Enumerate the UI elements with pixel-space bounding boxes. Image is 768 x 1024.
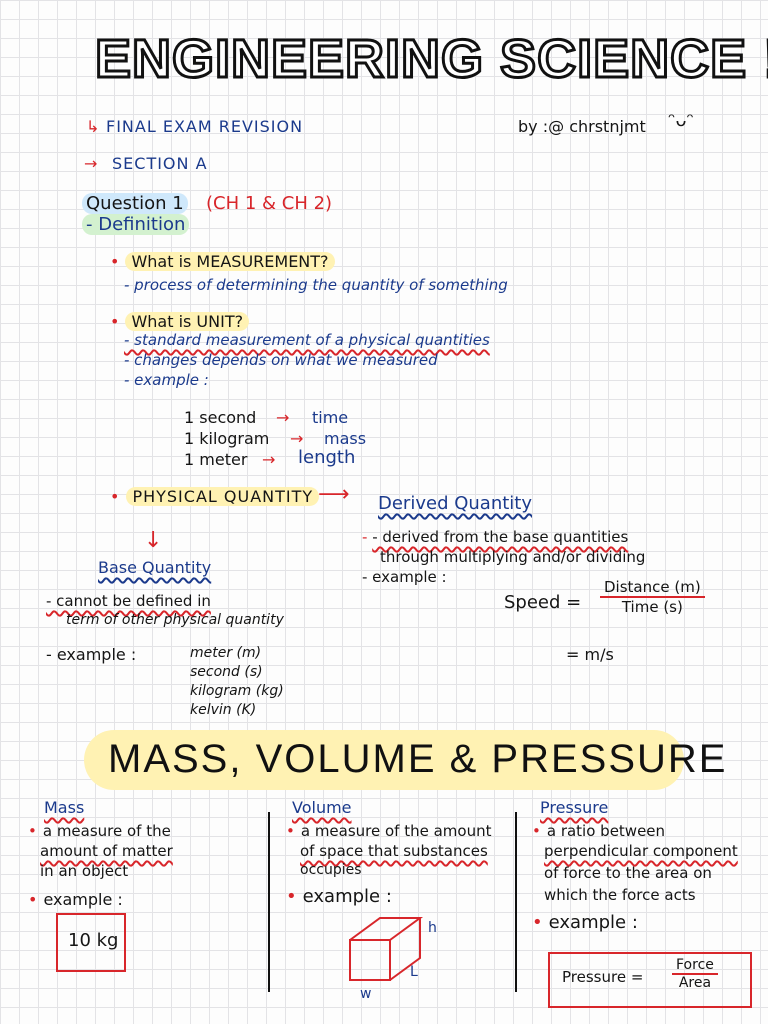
unit-example-lhs-2: 1 kilogram	[184, 429, 270, 448]
mass-line-3: in an object	[40, 862, 129, 880]
speed-numerator: Distance (m)	[600, 578, 705, 598]
page-title: ENGINEERING SCIENCE !	[93, 28, 768, 91]
base-line-1: - cannot be defined in	[46, 592, 211, 610]
dimension-l: L	[410, 964, 418, 980]
unit-changes: - changes depends on what we measured	[124, 351, 438, 369]
unit-question: What is UNIT?	[110, 312, 250, 331]
base-example-label: - example :	[46, 645, 137, 664]
pressure-line-4: which the force acts	[544, 886, 696, 904]
volume-example-label: example :	[286, 886, 392, 907]
base-example-4: kelvin (K)	[190, 702, 257, 718]
speed-result: = m/s	[566, 645, 614, 664]
measurement-question: What is MEASUREMENT?	[110, 252, 335, 271]
derived-line-1: - - derived from the base quantities	[362, 528, 629, 546]
base-example-2: second (s)	[190, 664, 263, 680]
pressure-denominator: Area	[678, 975, 712, 991]
base-line-2: term of other physical quantity	[66, 612, 284, 628]
base-example-1: meter (m)	[190, 645, 262, 661]
unit-example-rhs-3: length	[298, 447, 356, 468]
speed-label: Speed =	[504, 592, 582, 613]
definition-label: - Definition	[82, 214, 190, 235]
derived-line-2: through multiplying and/or dividing	[380, 548, 646, 566]
dimension-h: h	[428, 920, 437, 936]
unit-example-rhs-2: mass	[324, 429, 367, 448]
mass-line-2: amount of matter	[40, 842, 173, 860]
column-divider	[515, 812, 517, 992]
pressure-line-3: of force to the area on	[544, 864, 712, 882]
base-quantity-heading: Base Quantity	[98, 558, 212, 577]
subtitle: FINAL EXAM REVISION	[106, 117, 304, 136]
measurement-answer: - process of determining the quantity of…	[124, 276, 508, 294]
pressure-numerator: Force	[672, 957, 718, 975]
volume-line-1: a measure of the amount	[286, 822, 492, 840]
cuboid-icon	[349, 917, 424, 981]
mass-heading: Mass	[44, 798, 85, 817]
title-highlight	[84, 730, 684, 790]
section-title-mvp: MASS, VOLUME & PRESSURE	[108, 737, 728, 781]
arrow-right-icon: ⟶	[318, 482, 350, 507]
pressure-line-2: perpendicular component	[544, 842, 738, 860]
mass-example-value: 10 kg	[68, 930, 119, 951]
dimension-w: w	[360, 986, 372, 1002]
volume-line-3: occupies	[300, 862, 362, 878]
return-arrow-icon: ↳	[86, 117, 100, 136]
unit-example-lhs-1: 1 second	[184, 408, 257, 427]
unit-example-lhs-3: 1 meter	[184, 450, 248, 469]
section-label: SECTION A	[112, 154, 208, 173]
speed-fraction: Distance (m)Time (s)	[600, 578, 705, 616]
smiley-icon: ᵔᴗᵔ	[668, 110, 694, 131]
pressure-formula-lhs: Pressure =	[562, 968, 644, 986]
derived-quantity-heading: Derived Quantity	[378, 493, 532, 514]
unit-example-label: - example :	[124, 371, 209, 389]
arrow-down-icon: ↓	[144, 528, 163, 553]
derived-example-label: - example :	[362, 568, 447, 586]
physical-quantity-label: PHYSICAL QUANTITY	[110, 487, 320, 506]
column-divider	[268, 812, 270, 992]
pressure-heading: Pressure	[540, 798, 609, 817]
pressure-example-label: example :	[532, 912, 638, 933]
question-label: Question 1	[82, 193, 188, 214]
arrow-right-icon: →	[290, 429, 304, 448]
arrow-right-icon: →	[276, 408, 290, 427]
author-credit: by :@ chrstnjmt	[518, 117, 646, 136]
unit-example-rhs-1: time	[312, 408, 349, 427]
pressure-line-1: a ratio between	[532, 822, 665, 840]
volume-heading: Volume	[292, 798, 352, 817]
speed-denominator: Time (s)	[621, 598, 683, 616]
arrow-right-icon: →	[262, 450, 276, 469]
volume-line-2: of space that substances	[300, 842, 488, 860]
pressure-formula-box	[548, 952, 752, 1008]
chapters-label: (CH 1 & CH 2)	[206, 193, 333, 214]
mass-line-1: a measure of the	[28, 822, 171, 840]
arrow-right-icon: →	[84, 154, 98, 173]
mass-example-box	[56, 913, 126, 972]
mass-example-label: example :	[28, 890, 122, 909]
unit-definition: - standard measurement of a physical qua…	[124, 331, 490, 349]
base-example-3: kilogram (kg)	[190, 683, 284, 699]
